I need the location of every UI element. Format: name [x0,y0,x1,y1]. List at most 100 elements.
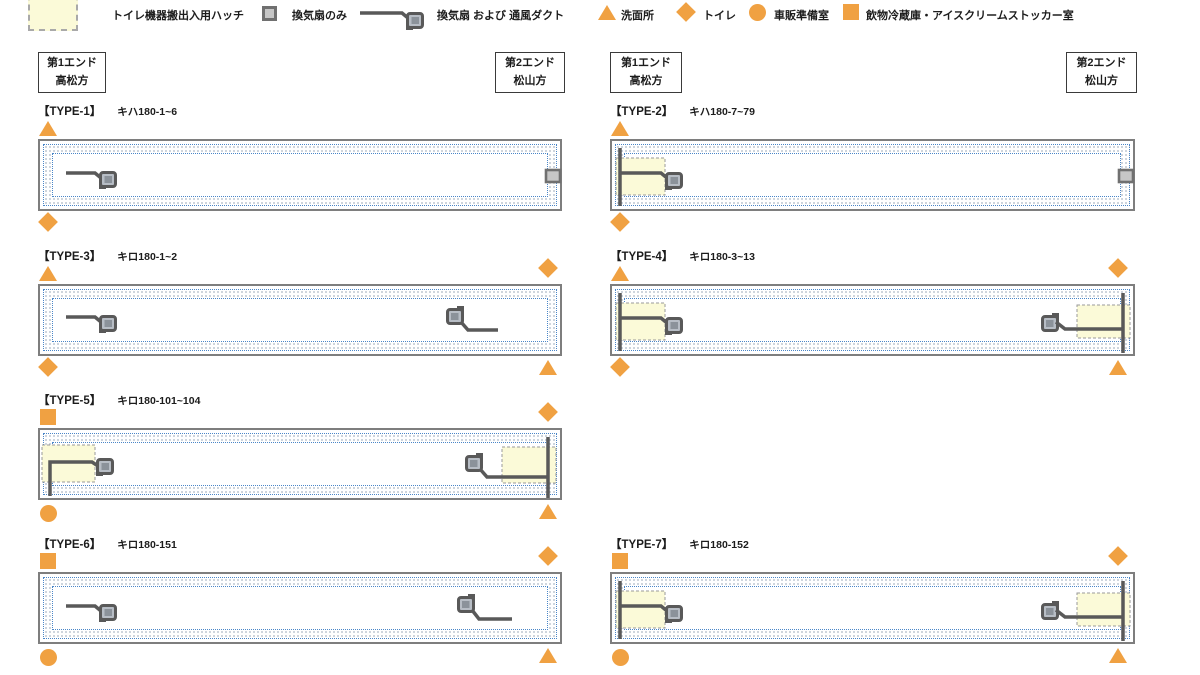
type2-equipment-layer [615,148,1135,206]
type1-toilet-diamond-icon [38,212,58,232]
type4-inner-dotted-line [624,298,1121,342]
type1-equipment-layer [66,168,562,191]
type5-car-body [38,428,562,500]
type1-inner-dotted-line [52,153,548,197]
type3-name: 【TYPE-3】 [38,251,102,263]
toilet-hatch [615,302,666,341]
type5-sales-prep-circle-icon [40,505,57,522]
duct-line [48,460,99,496]
type7-washstand-triangle-icon-bottom-right [1109,648,1127,663]
end1-box-right-column: 第1エンド 高松方 [610,52,682,93]
fan-duct-icon [94,458,114,478]
type3-equipment-layer [66,304,498,335]
type1-name: 【TYPE-1】 [38,106,102,118]
fan-duct-icon [457,592,477,613]
type6-name: 【TYPE-6】 [38,539,102,551]
end2-line2: 松山方 [513,74,547,87]
type4-label: 【TYPE-4】 キロ180-3~13 [610,248,755,264]
type5-toilet-diamond-icon-top-right [538,402,558,422]
duct-line [478,467,548,479]
type2-car-body [610,139,1135,211]
type7-fridge-square-icon [612,553,628,569]
type3-car-body [38,284,562,356]
type2-toilet-diamond-icon [610,212,630,232]
end1-line1: 第1エンド [46,57,98,70]
fan-duct-icon [465,451,485,472]
duct-line [1054,320,1123,331]
type5-equipment-layer [41,437,557,498]
duct-line [66,604,103,613]
end1-box-left-column: 第1エンド 高松方 [38,52,106,93]
duct-line [66,171,103,180]
type3-inner-dotted-line [52,298,548,342]
fan-only-icon [544,168,562,184]
legend-fan-duct-label: 換気扇 および 通風ダクト [437,10,565,22]
type6-car-series: キロ180-151 [117,539,177,551]
fan-duct-icon [663,605,683,625]
type7-label: 【TYPE-7】キロ180-152 [610,536,749,552]
duct-line [459,320,498,332]
type1-label: 【TYPE-1】 キハ180-1~6 [38,103,177,119]
legend-washstand-triangle-icon [598,5,616,20]
type5-fridge-square-icon [40,409,56,425]
toilet-hatch [615,590,666,629]
end1-line2: 高松方 [55,74,89,87]
end2-box-left-column: 第2エンド 松山方 [495,52,565,93]
legend-washstand-label: 洗面所 [621,10,654,22]
legend-fridge-label: 飲物冷蔵庫・アイスクリームストッカー室 [866,10,1074,22]
type1-car-series: キハ180-1~6 [117,106,178,118]
type4-car-series: キロ180-3~13 [689,251,755,263]
legend-fan-only-icon [262,6,277,21]
legend-hatch-swatch-icon [28,0,78,31]
legend-fridge-square-icon [843,4,859,20]
type4-name: 【TYPE-4】 [610,251,674,263]
fan-duct-icon [663,317,683,337]
type6-equipment-layer [66,592,512,624]
legend-hatch-label: トイレ機器搬出入用ハッチ [112,10,244,22]
type3-washstand-triangle-icon-bottom-right [539,360,557,375]
type7-car-body [610,572,1135,644]
type2-car-series: キハ180-7~79 [689,106,755,118]
type1-washstand-triangle-icon [39,121,57,136]
legend-toilet-label: トイレ [703,10,736,22]
fan-duct-icon [446,304,466,325]
legend-fan-only-label: 換気扇のみ [292,10,347,22]
type6-label: 【TYPE-6】 キロ180-151 [38,536,177,552]
type2-label: 【TYPE-2】 キハ180-7~79 [610,103,755,119]
end2-line1: 第2エンド [504,57,556,70]
type3-toilet-diamond-icon-bottom-left [38,357,58,377]
type7-name: 【TYPE-7】 [610,539,674,551]
duct-line [66,315,103,324]
end1-line1: 第1エンド [620,57,672,70]
type6-sales-prep-circle-icon [40,649,57,666]
type4-equipment-layer [615,293,1131,353]
toilet-hatch [615,157,666,196]
type3-toilet-diamond-icon-top-right [538,258,558,278]
type4-car-body [610,284,1135,356]
end2-box-right-column: 第2エンド 松山方 [1066,52,1137,93]
type7-sales-prep-circle-icon [612,649,629,666]
type2-name: 【TYPE-2】 [610,106,674,118]
type6-car-body [38,572,562,644]
toilet-hatch [1076,304,1131,339]
type4-toilet-diamond-icon-bottom-left [610,357,630,377]
legend-sales-prep-label: 車販準備室 [774,10,829,22]
type4-washstand-triangle-icon [611,266,629,281]
toilet-hatch [1076,592,1131,627]
fan-duct-icon [97,315,117,335]
type1-car-body [38,139,562,211]
type5-label: 【TYPE-5】キロ180-101~104 [38,392,200,408]
type7-equipment-layer [615,581,1131,641]
type3-label: 【TYPE-3】キロ180-1~2 [38,248,177,264]
end2-line1: 第2エンド [1076,57,1127,70]
type7-toilet-diamond-icon-top-right [1108,546,1128,566]
duct-line [1054,608,1123,619]
type4-toilet-diamond-icon-top-right [1108,258,1128,278]
fan-only-icon [1117,168,1135,184]
type7-inner-dotted-line [624,586,1121,630]
legend-fan-duct-icon [360,11,424,32]
end1-line2: 高松方 [629,74,663,87]
fan-duct-icon [97,171,117,191]
fan-duct-icon [97,604,117,624]
